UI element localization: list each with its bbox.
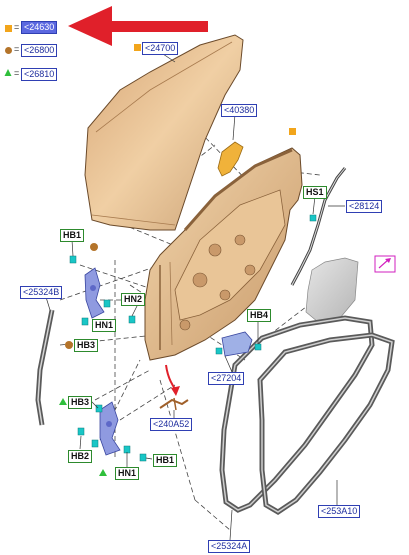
hardware-hn2[interactable]: HN2 [121,293,146,306]
ref-24700[interactable]: <24700 [142,42,179,55]
hardware-hn1-top[interactable]: HN1 [92,319,117,332]
ref-40380[interactable]: <40380 [221,104,258,117]
circle-marker-icon [65,341,73,349]
ref-25324b[interactable]: <25324B [20,286,63,299]
hardware-hb3-top[interactable]: HB3 [74,339,99,352]
legend-circle-icon [5,47,12,54]
label-leaders [45,51,345,541]
legend-equals: = [14,44,20,54]
ref-240a52[interactable]: <240A52 [150,418,193,431]
hardware-hb3-bottom[interactable]: HB3 [68,396,93,409]
door-rod [159,398,189,409]
triangle-marker-icon [99,469,107,476]
square-marker-icon [289,128,296,135]
upper-bracket-part [217,141,244,177]
direction-arrow-icon [165,364,177,391]
hardware-hn1-bottom[interactable]: HN1 [115,467,140,480]
ref-253a10[interactable]: <253A10 [318,505,361,518]
grey-trim-panel [305,257,359,323]
ref-28124[interactable]: <28124 [346,200,383,213]
hardware-hs1[interactable]: HS1 [303,186,327,199]
legend-ref-26800[interactable]: <26800 [21,44,58,57]
legend-ref-24630[interactable]: <24630 [21,21,58,34]
legend-equals: = [14,68,20,78]
door-check-bracket [215,331,262,357]
ref-25324a[interactable]: <25324A [208,540,251,553]
hardware-hb4[interactable]: HB4 [247,309,272,322]
door-seal-inner [257,332,395,515]
legend-square-icon [5,25,12,32]
lower-hinge [77,401,147,462]
legend-equals: = [14,22,20,32]
highlight-arrow-icon [68,6,208,46]
square-marker-icon [134,44,141,51]
triangle-marker-icon [59,398,67,405]
ref-27204[interactable]: <27204 [208,372,245,385]
inner-door-frame [144,147,303,361]
legend-triangle-icon [4,69,12,76]
circle-marker-icon [90,243,98,251]
hardware-hb2[interactable]: HB2 [68,450,93,463]
upper-hinge [69,255,136,326]
hardware-hb1-bottom[interactable]: HB1 [153,454,178,467]
legend-ref-26810[interactable]: <26810 [21,68,58,81]
outer-door-panel [84,34,244,231]
hardware-hb1-top[interactable]: HB1 [60,229,85,242]
magnifier-icon [374,255,396,273]
